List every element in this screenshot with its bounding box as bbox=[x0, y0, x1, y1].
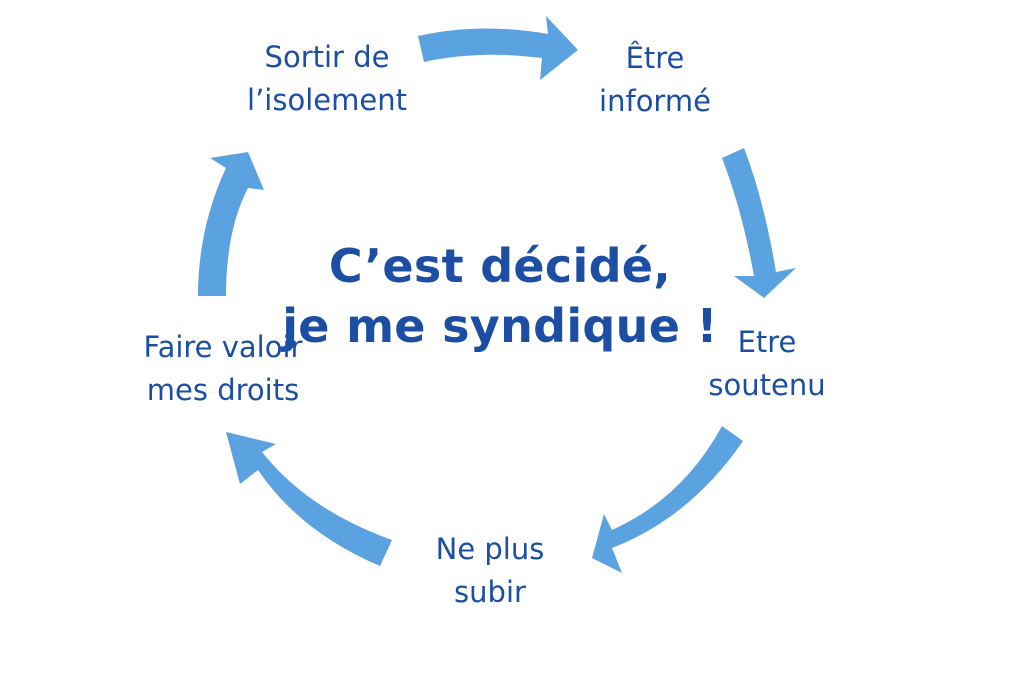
cycle-step-faire-valoir-droits: Faire valoir mes droits bbox=[118, 326, 328, 412]
arrow-informe-to-soutenu bbox=[722, 148, 796, 298]
step-label-line2: subir bbox=[454, 575, 526, 609]
step-label-line1: Etre bbox=[737, 325, 797, 359]
step-label-line1: Ne plus bbox=[435, 532, 545, 566]
step-label-line1: Faire valoir bbox=[143, 330, 303, 364]
step-label-line1: Sortir de bbox=[264, 40, 390, 74]
cycle-step-etre-informe: Être informé bbox=[565, 37, 745, 123]
step-label-line1: Être bbox=[625, 41, 685, 75]
step-label-line2: informé bbox=[599, 84, 711, 118]
cycle-step-ne-plus-subir: Ne plus subir bbox=[395, 528, 585, 614]
arrow-subir-to-droits bbox=[226, 432, 392, 566]
step-label-line2: l’isolement bbox=[247, 83, 407, 117]
cycle-step-etre-soutenu: Etre soutenu bbox=[672, 321, 862, 407]
step-label-line2: soutenu bbox=[708, 368, 826, 402]
center-title-line2: je me syndique ! bbox=[282, 299, 718, 353]
arrow-sortir-to-informe bbox=[418, 16, 578, 80]
center-title: C’est décidé, je me syndique ! bbox=[230, 236, 770, 356]
cycle-step-sortir-isolement: Sortir de l’isolement bbox=[222, 36, 432, 122]
step-label-line2: mes droits bbox=[146, 373, 300, 407]
arrow-soutenu-to-subir bbox=[592, 426, 743, 573]
arrow-droits-to-sortir bbox=[198, 152, 264, 296]
center-title-line1: C’est décidé, bbox=[328, 239, 672, 293]
